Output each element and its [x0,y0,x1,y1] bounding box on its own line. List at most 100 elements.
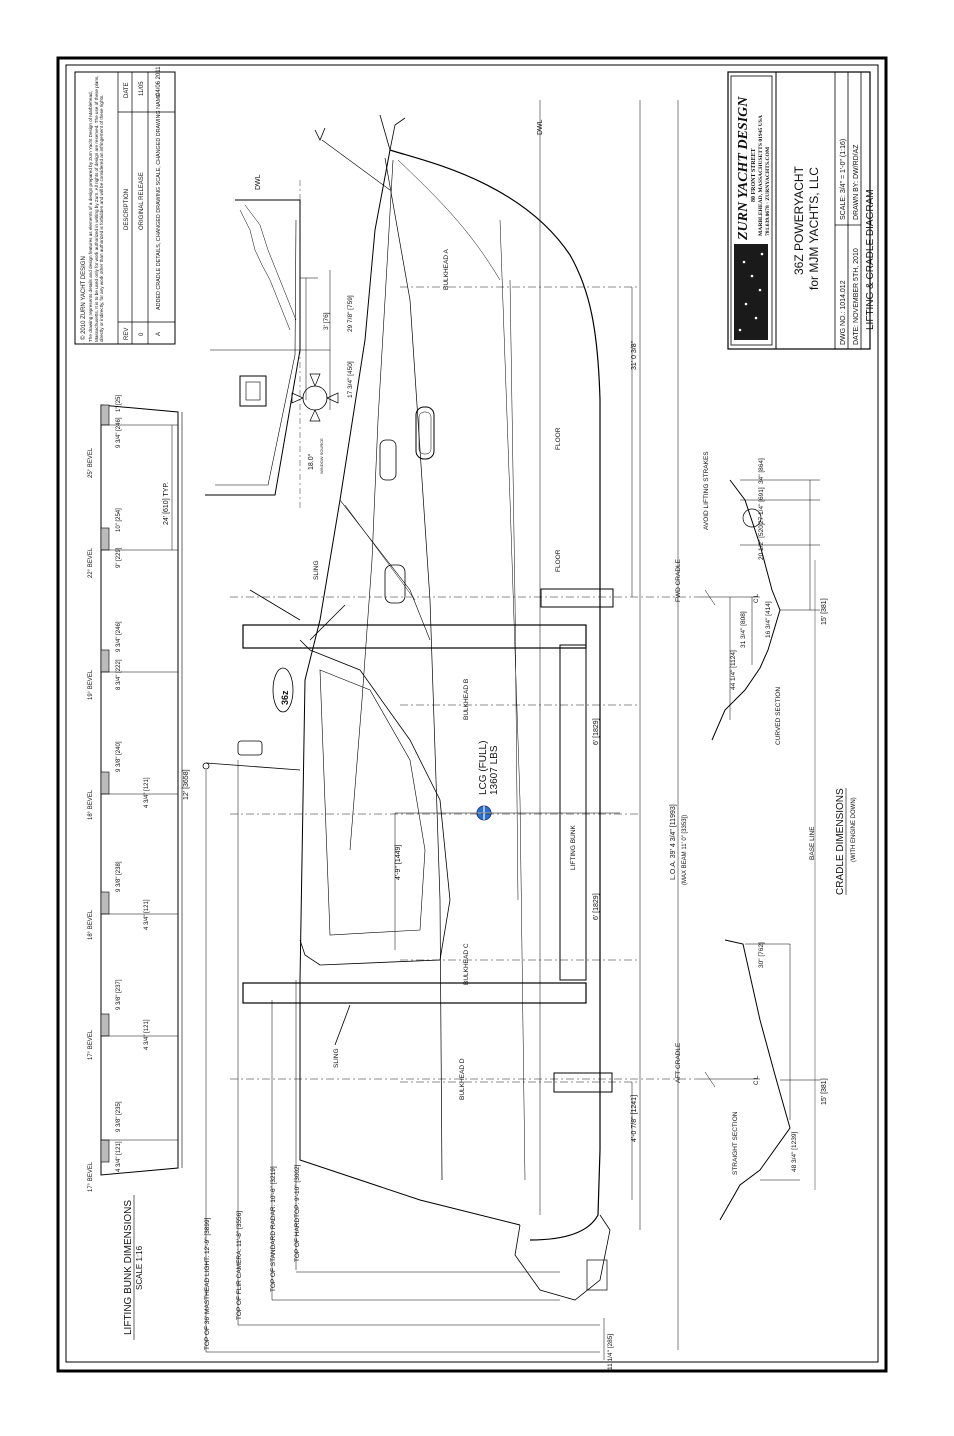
company-addr2: MARBLEHEAD, MASSACHUSETTS 01945 USA [758,115,764,236]
aft-cradle-section [700,939,820,1221]
rev-header-desc: DESCRIPTION [124,189,130,230]
fwd-cradle-label: FWD CRADLE [675,558,682,602]
bunk-dim: 4 3/4" [121] [144,1019,150,1050]
dim-31: 31' 0 3/8" [631,340,638,370]
lifting-bunk-drawing [100,404,183,1176]
bulkhead-d: BULKHEAD D [459,1058,466,1100]
dwg-scale: SCALE: 3/4" = 1'-0" (1:16) [840,139,847,220]
sheet-title: LIFTING & CRADLE DIAGRAM [865,189,876,330]
bunk-dim: 4 3/4" [121] [144,777,150,808]
bunk-dim: 4 3/4" [121] [116,1141,122,1172]
hardtop-height: TOP OF HARDTOP: 9'-10" [3002] [294,1164,301,1262]
outer-border [56,56,888,1373]
aft-cradle-dim: 30" [762] [758,942,765,968]
revision-block: © 2010 ZURN YACHT DESIGN The drawing rep… [74,66,176,345]
bevel-label: 18° BEVEL [88,789,94,820]
bunk-dim: 9 3/4" [246] [116,417,122,448]
dwg-date: DATE: NOVEMBER 5TH, 2010 [853,248,860,345]
bunk-dim: 9 3/4" [246] [116,621,122,652]
bunk-scale: SCALE 1:16 [135,1245,144,1290]
prop-dim-17: 17 3/4" [450] [347,361,354,398]
bunk-dim: 10" [254] [116,508,122,532]
dwg-no: DWG NO.: 1014.012 [840,280,847,345]
masthead-height: TOP OF 36' MASTHEAD LIGHT: 12'-9" [3899] [204,1217,211,1350]
baseline-label: BASE LINE [809,826,816,860]
bulkhead-b: BULKHEAD B [463,679,470,720]
fwd-cradle-dim: 20 1/2" [520] [758,523,765,560]
fwd-cradle-15: 15' [381] [821,598,828,625]
project-client: for MJM YACHTS, LLC [807,167,821,290]
prop-note: WINDOW SOURCE [319,438,324,474]
fwd-cradle-dim: 44 1/4" [1124] [730,650,737,690]
hull-logo: 36z [280,690,290,705]
inner-border [65,64,879,1363]
radar-height: TOP OF STANDARD RADAR: 10'-6" [3219] [270,1166,277,1292]
bunk-dim: 1" [25] [116,395,122,412]
aft-cradle-15: 15' [381] [821,1078,828,1105]
fwd-cradle-dim: 16 3/4" [414] [765,601,772,638]
bunk-dim: 8 3/4" [222] [116,659,122,690]
rev-row-0-desc: ORIGINAL RELEASE [139,172,145,230]
sling-label-2: SLING [333,1048,340,1068]
floor-label-1: FLOOR [555,427,562,450]
loa-dim: L.O.A. 39' 4 3/4" [11993] [670,804,677,880]
dwg-drawn-by: DRAWN BY: DW/RD/AZ [853,144,860,220]
prop-dwl: DWL [255,174,262,190]
bunk-title: LIFTING BUNK DIMENSIONS [123,1200,134,1335]
bunk-dim: 9 3/8" [240] [116,741,122,772]
curved-section-label: CURVED SECTION [775,687,782,745]
rev-header-rev: REV [124,328,130,340]
bunk-overall-dim: 12' [3658] [183,769,190,800]
bunk-dim: 9" [229] [116,547,122,568]
rev-row-1-date: 04/06 2011 [156,66,162,96]
height-dim-lines [205,100,679,1360]
bevel-label: 17° BEVEL [88,1029,94,1060]
fwd-cradle-dim: 31 3/4" [808] [740,611,747,648]
bevel-label: 19° BEVEL [88,669,94,700]
bevel-label: 17° BEVEL [88,1161,94,1192]
max-beam-dim: (MAX BEAM 11' 0" [3353]) [682,815,688,885]
aft-cradle-label: AFT CRADLE [675,1042,682,1083]
fwd-cradle-dim: 27 1/4" [691] [758,487,765,524]
prop-dim-29: 29 7/8" [759] [347,295,354,332]
company-addr1: 80 FRONT STREET [751,148,757,202]
rev-row-1-rev: A [156,332,162,336]
rev-row-1-desc: ADDED CRADLE DETAILS, CHANGED DRAWING SC… [156,93,162,310]
bulkhead-a: BULKHEAD A [443,249,450,290]
bunk-dim-labels: 4 3/4" [121] 9 3/8" [235] 4 3/4" [121] 9… [116,395,150,1172]
fwd-cradle-section [700,479,820,741]
dim-6-fwd: 6' [1829] [593,718,600,745]
sling-label-1: SLING [313,560,320,580]
cradle-subtitle: (WITH ENGINE DOWN) [851,797,857,862]
rev-header-date: DATE [124,82,130,98]
bevel-label: 25° BEVEL [88,447,94,478]
dim-11: 11 1/4" [285] [607,1334,614,1370]
dim-6-aft: 6' [1829] [593,893,600,920]
cradle-title: CRADLE DIMENSIONS [835,788,846,895]
lcg-weight: 13607 LBS [489,745,500,795]
zurn-logo [734,244,768,340]
dim-4-9: 4'-9" [1449] [395,845,402,880]
prop-dim-3: 3' [76] [323,312,330,330]
project-name: 36Z POWERYACHT [792,165,806,275]
aft-cradle-dim: 48 3/4" [1239] [791,1132,798,1172]
bunk-typ-dim: 24' [610] TYP. [163,482,170,525]
fwd-cradle-dim: 34" [864] [758,458,765,484]
bunk-dim: 9 3/8" [237] [116,979,122,1010]
dim-4-0: 4'-0 7/8" [1241] [631,1095,638,1142]
prop-section-drawing [205,180,339,510]
avoid-strakes-label: AVOID LIFTING STRAKES [703,451,710,530]
bevel-label: 22° BEVEL [88,547,94,578]
rev-row-0-date: 11/05 [139,81,145,96]
fwd-cl-mark: C L [754,593,760,603]
lifting-bunk-label: LIFTING BUNK [570,825,577,870]
bunk-dim: 9 3/8" [235] [116,1101,122,1132]
lcg-label: LCG (FULL) [478,741,489,795]
copyright-text: © 2010 ZURN YACHT DESIGN [80,256,87,340]
bunk-dim: 4 3/4" [121] [144,899,150,930]
title-block: ZURN YACHT DESIGN 80 FRONT STREET MARBLE… [727,71,876,350]
notes-text: The drawing represents details and desig… [88,75,105,343]
notes-text-wrap: The drawing represents details and desig… [88,75,105,343]
straight-section-label: STRAIGHT SECTION [732,1111,739,1175]
